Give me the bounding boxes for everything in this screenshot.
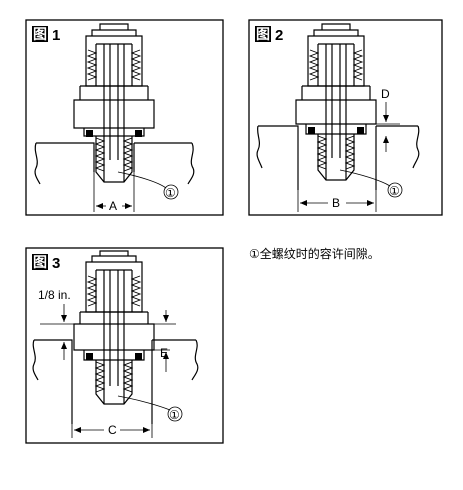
figure-2-title-glyph: 图: [256, 27, 270, 43]
figure-3-gap-label: E: [160, 346, 168, 360]
figure-1-frame: [25, 19, 224, 216]
figure-2-callout-leader: [339, 169, 391, 187]
figure-2-title-box: [255, 26, 271, 42]
figure-3-callout-circle: [167, 406, 183, 422]
figure-1-callout-leader: [117, 171, 167, 189]
figure-3-panel-left: [32, 339, 73, 424]
figure-1-panel-right: [133, 142, 195, 185]
figure-1-callout: ①: [165, 186, 176, 200]
figure-2-panel-left: [256, 125, 299, 190]
figure-1-fitting: [73, 23, 155, 183]
figure-1-dim-label: A: [109, 199, 117, 213]
figure-2-dim-label: B: [332, 196, 340, 210]
figure-2-callout-circle: [387, 182, 403, 198]
figure-2-callout: ①: [389, 184, 400, 198]
figure-1-callout-circle: [163, 184, 179, 200]
figure-3-title-glyph: 图: [33, 255, 47, 271]
figure-3-dim-label: C: [108, 423, 117, 437]
figure-1-title-glyph: 图: [33, 27, 47, 43]
footnote: ①全螺纹时的容许间隙。: [249, 246, 380, 261]
figure-3-seal-left: [86, 353, 93, 360]
figure-1-panel-left: [34, 142, 95, 185]
figure-1-title-box: [32, 26, 48, 42]
figure-3-callout-leader: [117, 395, 171, 411]
figure-2-fitting: [295, 23, 377, 181]
figure-3-callout: ①: [169, 408, 180, 422]
figure-2-panel-right: [375, 125, 420, 190]
figure-3-frame: [25, 247, 224, 444]
figure-3-panel-right: [151, 339, 199, 424]
figure-1: 图 1 ①: [25, 19, 224, 216]
figure-3-title-box: [32, 254, 48, 270]
figure-1-seal-left: [86, 130, 93, 137]
figure-2-frame: [248, 19, 443, 216]
figure-3-fitting: [73, 250, 155, 405]
figure-2-seal-right: [357, 127, 364, 134]
figure-3-seal-right: [135, 353, 142, 360]
figure-1-seal-right: [135, 130, 142, 137]
figure-3-title-number: 3: [52, 255, 60, 272]
figure-2: 图 2 D ①: [248, 19, 443, 216]
figure-3-offset-label: 1/8 in.: [38, 288, 71, 302]
figure-2-title-number: 2: [275, 27, 283, 44]
figure-2-gap-label: D: [381, 87, 390, 101]
figure-3: 图 3 1/8 in.: [25, 247, 224, 444]
figure-1-title-number: 1: [52, 27, 60, 44]
figure-2-seal-left: [308, 127, 315, 134]
